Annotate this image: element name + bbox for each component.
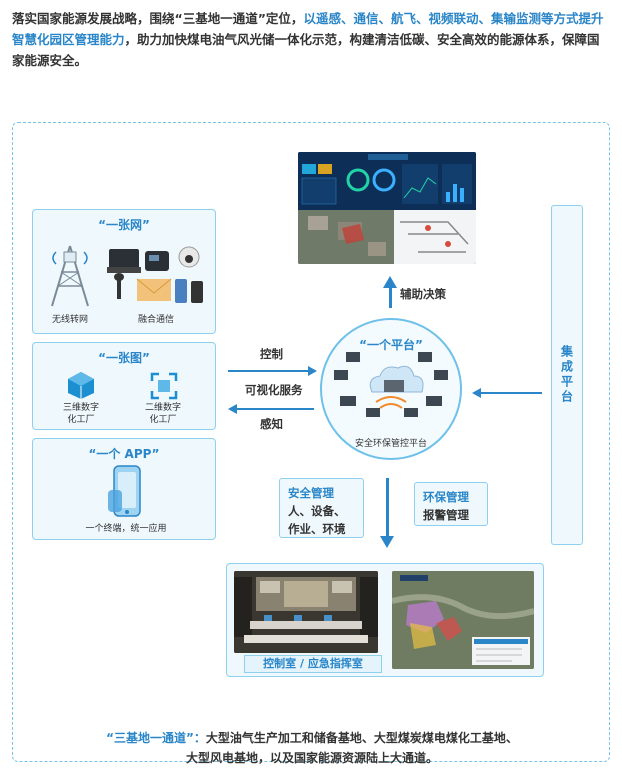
dashboard-screenshot (298, 152, 476, 264)
safety-line2: 作业、环境 (288, 522, 346, 536)
integration-arrow-line (480, 392, 542, 394)
platform-caption: 安全环保管控平台 (354, 439, 427, 449)
down-arrow-line (386, 478, 389, 538)
env-line1: 环保管理 (423, 490, 469, 504)
assist-arrow-line (389, 288, 392, 308)
intro-highlight: 以遥感、通信、航飞、视频联动、集输监测等方式提升智慧化园区管理能力 (12, 11, 604, 47)
control-room-photo (234, 571, 378, 653)
footer-line1: 大型油气生产加工和储备基地、大型煤炭煤电煤化工基地、 (205, 731, 518, 745)
safety-line1: 人、设备、 (288, 504, 346, 518)
dashboard-illustration (298, 152, 476, 264)
env-line2: 报警管理 (423, 508, 469, 522)
intro-text-2: ，助力加快煤电油气风光储一体化示范，构建清洁低碳、安全高效的能源体系，保障国家能… (12, 32, 600, 68)
sense-arrow-head (228, 404, 237, 414)
sense-label: 感知 (260, 417, 283, 431)
intro-text-1: 落实国家能源发展战略，围绕“三基地一通道”定位， (12, 11, 304, 26)
satellite-map-photo (392, 571, 534, 669)
control-room-label: 控制室 / 应急指挥室 (244, 655, 382, 673)
sense-arrow-line (236, 408, 314, 410)
cube-3d-icon (68, 372, 94, 399)
visual-label: 可视化服务 (245, 383, 303, 397)
assist-arrow-head (383, 276, 397, 288)
intro-paragraph: 落实国家能源发展战略，围绕“三基地一通道”定位，以遥感、通信、航飞、视频联动、集… (12, 8, 612, 71)
factory3d-caption: 三维数字化工厂 (62, 403, 99, 425)
app-caption: 一个终端，统一应用 (85, 524, 167, 534)
diagram-frame (12, 122, 610, 762)
integration-platform: 集成平台 (551, 205, 583, 545)
safety-title: 安全管理 (288, 486, 334, 500)
footer-line2: 大型风电基地，以及国家能源资源陆上大通道。 (185, 751, 438, 765)
map-box: “一张图” (32, 342, 216, 430)
control-room-illustration (234, 571, 378, 653)
map-title: “一张图” (98, 351, 150, 365)
integration-arrow-head (472, 388, 481, 398)
net-title: “一张网” (98, 218, 150, 232)
footer-highlight: “三基地一通道”： (106, 731, 206, 745)
fusion-caption: 融合通信 (137, 315, 174, 325)
satellite-map-illustration (392, 571, 534, 669)
frame-2d-icon (150, 372, 178, 400)
safety-box: 安全管理 人、设备、 作业、环境 (279, 478, 364, 538)
control-label: 控制 (260, 347, 283, 361)
factory2d-caption: 二维数字化工厂 (144, 403, 181, 425)
wireless-caption: 无线转网 (51, 315, 88, 325)
assist-label: 辅助决策 (400, 287, 446, 301)
platform-title: “一个平台” (359, 338, 423, 352)
app-title: “一个 APP” (88, 447, 160, 461)
env-box: 环保管理 报警管理 (414, 482, 488, 526)
down-arrow-head (380, 536, 394, 548)
phone-app-icon (108, 465, 141, 517)
cloud-network-icon (334, 352, 448, 417)
control-arrow-head (308, 366, 317, 376)
fusion-devices-icon (107, 246, 203, 303)
footer-note: “三基地一通道”：大型油气生产加工和储备基地、大型煤炭煤电煤化工基地、大型风电基… (14, 728, 610, 768)
control-arrow-line (228, 370, 310, 372)
wireless-tower-icon (51, 245, 89, 307)
